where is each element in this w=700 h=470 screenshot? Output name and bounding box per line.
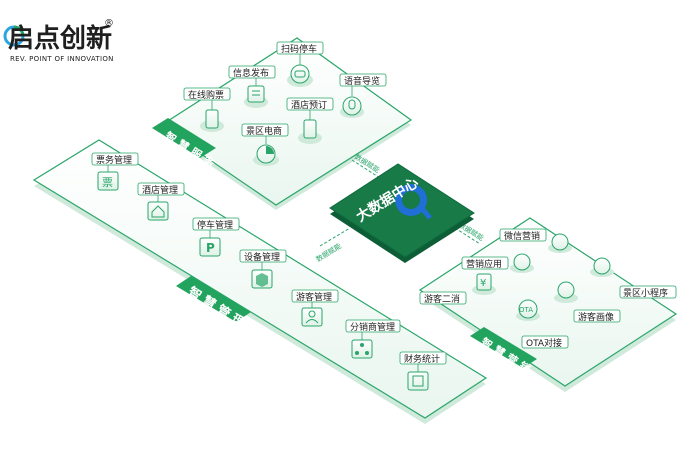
service-item-online-ticket: 在线购票 [183,87,231,132]
mgmt-item-ticketing: 票务管理 票 [91,152,139,191]
svg-text:¥: ¥ [480,278,486,289]
svg-text:扫码停车: 扫码停车 [281,43,317,55]
svg-text:财务统计: 财务统计 [404,353,440,365]
link-label-left: 数据赋能 [314,241,343,263]
svg-text:P: P [206,241,215,255]
mgmt-item-visitor: 游客管理 [291,289,339,327]
logo-text: 启点创新 [8,23,112,54]
svg-text:OTA: OTA [519,306,533,314]
big-data-center: 大数据中心 [329,163,475,263]
atom-icon [510,253,534,273]
svg-text:游客二消: 游客二消 [424,293,460,305]
panel-smart-services: 智慧服务 扫码停车 信息发布 语音导览 [152,37,413,210]
mgmt-item-distributor: 分销商管理 [345,319,401,359]
chart-pie-icon [253,144,279,166]
mkt-item-wechat: 微信营销 [499,228,572,253]
parking-icon: P [199,237,221,257]
mkt-item-marketing-app: 营销应用 ¥ [461,253,534,295]
mgmt-item-parking: 停车管理 P [192,217,240,257]
svg-text:票: 票 [102,176,113,189]
svg-text:游客画像: 游客画像 [578,311,614,323]
wechat-icon [548,233,572,253]
hotel-phone-icon [298,119,322,144]
home-icon [147,201,169,221]
logo-mark-icon [3,25,25,47]
report-icon [407,371,429,391]
ticket-icon: 票 [97,171,119,191]
svg-text:停车管理: 停车管理 [197,219,233,231]
service-item-scenic-ecommerce: 景区电商 [241,123,289,166]
mgmt-item-finance: 财务统计 [399,351,447,391]
microphone-icon [340,96,364,118]
yen-icon: ¥ [472,273,496,295]
svg-text:酒店预订: 酒店预订 [291,99,327,111]
profile-icon [554,281,578,303]
svg-text:分销商管理: 分销商管理 [350,321,395,333]
registered-mark: ® [104,18,114,29]
service-item-scan-parking: 扫码停车 [276,41,324,87]
svg-text:营销应用: 营销应用 [466,258,502,270]
mgmt-item-hotel: 酒店管理 [137,182,185,221]
service-item-info-release: 信息发布 [228,65,276,108]
miniprogram-icon [590,257,614,277]
svg-text:酒店管理: 酒店管理 [142,184,178,196]
ota-icon: OTA [516,299,540,321]
brand-logo: 启点创新 ® REV. POINT OF INNOVATION [3,18,114,63]
mkt-item-secondary-consumption: 游客二消 [419,291,467,305]
user-icon [301,307,323,327]
svg-text:微信营销: 微信营销 [504,230,540,242]
mkt-item-ota: OTA OTA对接 [516,299,569,349]
svg-text:景区小程序: 景区小程序 [623,287,668,299]
svg-text:OTA对接: OTA对接 [526,337,562,349]
panel-smart-management: 智慧管理 票务管理 票 酒店管理 停车管理 [32,139,488,424]
phone-icon [200,109,224,132]
svg-text:游客管理: 游客管理 [296,291,332,303]
svg-text:语音导览: 语音导览 [344,75,380,87]
data-center-logo-icon [395,184,432,220]
svg-text:设备管理: 设备管理 [244,251,280,263]
cube-icon [251,269,273,289]
mgmt-item-equipment: 设备管理 [239,249,287,289]
logo-subtitle: REV. POINT OF INNOVATION [10,55,114,63]
svg-text:在线购票: 在线购票 [188,89,224,101]
service-item-audio-guide: 语音导览 [339,73,387,118]
car-icon [287,64,313,87]
svg-text:信息发布: 信息发布 [233,67,269,79]
mkt-item-mini-program: 景区小程序 [590,257,677,299]
network-icon [351,339,373,359]
service-item-hotel-booking: 酒店预订 [286,97,334,144]
mkt-item-visitor-profile: 游客画像 [554,281,621,323]
svg-text:景区电商: 景区电商 [246,125,282,137]
document-icon [244,85,268,108]
svg-text:票务管理: 票务管理 [96,154,132,166]
